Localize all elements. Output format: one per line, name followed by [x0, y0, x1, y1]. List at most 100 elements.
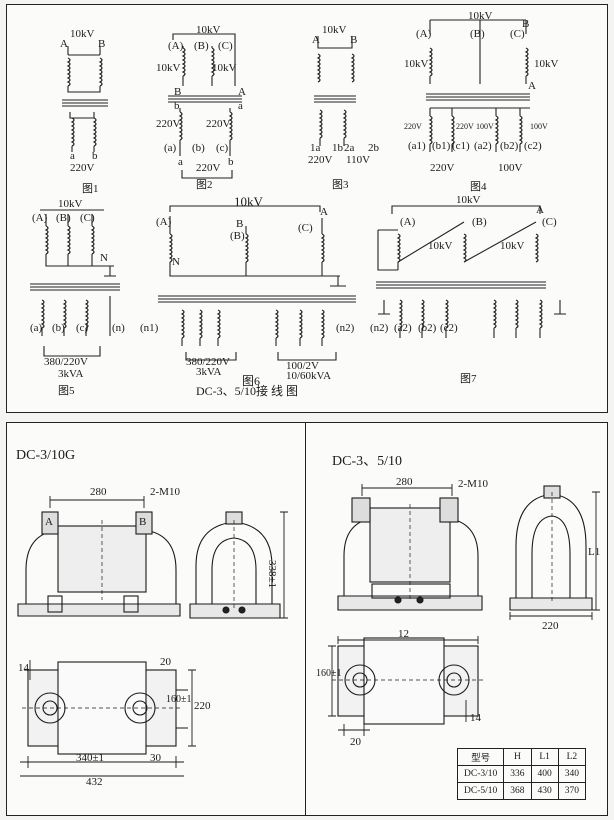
right-dim-l1: L1: [588, 546, 601, 558]
fig5-hv: 10kV: [58, 198, 83, 210]
right-dim-280: 280: [396, 476, 413, 488]
fig6-lv1: 380/220V: [186, 356, 230, 368]
fig3-label: 图3: [332, 179, 349, 191]
wiring-lines: [30, 19, 566, 361]
fig7-hv-left: 10kV: [428, 240, 453, 252]
left-terminal-a: A: [45, 516, 53, 528]
fig2-sec-c: (c): [216, 142, 229, 154]
fig5-label: 图5: [58, 385, 75, 397]
fig2-lv-b: b: [228, 156, 234, 168]
spec-cell: DC-3/10: [456, 765, 505, 783]
fig5-sec-b: (b): [52, 322, 65, 334]
fig6-A: A: [320, 206, 328, 218]
fig2-label: 图2: [196, 179, 213, 191]
fig6-n: N: [172, 256, 180, 268]
fig4-phase-c: (C): [510, 28, 525, 40]
fig4-phase-b: (B): [470, 28, 485, 40]
fig6-n2: (n2): [336, 322, 355, 334]
fig7-sec-b2: (b2): [418, 322, 437, 334]
fig1-hv: 10kV: [70, 28, 95, 40]
dc-3-10g-outline: [17, 496, 288, 777]
fig1-label: 图1: [82, 183, 99, 195]
left-dim-340: 340±1: [76, 752, 105, 764]
fig3-220v: 220V: [308, 154, 333, 166]
wiring-caption: DC-3、5/10接 线 图: [196, 384, 299, 398]
spec-table: 型号 H L1 L2 DC-3/10 336 400 340 DC-5/10 3…: [456, 748, 587, 800]
fig6-phase-b: (B): [230, 230, 245, 242]
fig6-phase-a: (A): [156, 216, 172, 228]
fig1-terminal-b: B: [98, 38, 106, 50]
left-bolt: 2-M10: [150, 486, 180, 498]
fig5-sec-a: (a): [30, 322, 43, 334]
right-bolt: 2-M10: [458, 478, 488, 490]
spec-header-model: 型号: [456, 748, 505, 766]
right-dim-14: 14: [470, 712, 481, 724]
spec-cell: 370: [557, 782, 587, 800]
fig4-phase-a: (A): [416, 28, 432, 40]
fig3-A: A: [312, 34, 320, 46]
fig5-n: N: [100, 252, 108, 264]
fig4-coil2: 220V: [456, 122, 474, 131]
fig4-sec-c1: (c1): [452, 140, 470, 152]
fig1-terminal-a: A: [60, 38, 68, 50]
fig6-n1: (n1): [140, 322, 159, 334]
fig3-2a: 2a: [344, 142, 355, 154]
fig2-lv-right: 220V: [206, 118, 231, 130]
right-model-title: DC-3、5/10: [332, 454, 402, 469]
fig2-lv-a: a: [178, 156, 183, 168]
fig7-hv: 10kV: [456, 194, 481, 206]
left-dim-14: 14: [18, 662, 29, 674]
fig7-phase-a: (A): [400, 216, 416, 228]
fig2-a: a: [238, 100, 243, 112]
fig2-B: B: [174, 86, 182, 98]
fig4-sec-a1: (a1): [408, 140, 426, 152]
dc-3-10g-drawing-panel: [6, 422, 307, 816]
fig4-B: B: [522, 18, 530, 30]
fig2-hv: 10kV: [196, 24, 221, 36]
spec-cell: DC-5/10: [456, 782, 505, 800]
fig4-hv-right: 10kV: [534, 58, 559, 70]
fig1-lv-a: a: [70, 150, 75, 162]
spec-cell: 336: [503, 765, 532, 783]
spec-header-l1: L1: [530, 748, 559, 766]
fig3-110v: 110V: [346, 154, 371, 166]
fig4-coil1: 220V: [404, 122, 422, 131]
fig2-phase-b: (B): [194, 40, 209, 52]
fig6-hv: 10kV: [234, 194, 263, 209]
fig2-sec-b: (b): [192, 142, 205, 154]
fig4-sec-b2: (b2): [500, 140, 519, 152]
spec-cell: 368: [503, 782, 532, 800]
fig2-A: A: [238, 86, 246, 98]
fig4-hv: 10kV: [468, 10, 493, 22]
fig5-phase-c: (C): [80, 212, 95, 224]
fig6-B: B: [236, 218, 244, 230]
left-dim-20: 20: [160, 656, 171, 668]
fig1-lv-b: b: [92, 150, 98, 162]
left-terminal-b: B: [139, 516, 147, 528]
fig3-1a: 1a: [310, 142, 321, 154]
fig5-sec-n: (n): [112, 322, 125, 334]
fig7-phase-c: (C): [542, 216, 557, 228]
left-dim-160: 160±1: [166, 694, 192, 705]
spec-header-h: H: [503, 748, 532, 766]
fig7-n2: (n2): [370, 322, 389, 334]
fig4-A: A: [528, 80, 536, 92]
spec-table-header: 型号 H L1 L2: [456, 748, 587, 766]
fig6-cap1: 3kVA: [196, 366, 222, 378]
fig3-1b: 1b: [332, 142, 343, 154]
fig2-phase-a: (A): [168, 40, 184, 52]
fig4-100v: 100V: [498, 162, 523, 174]
fig1-lv: 220V: [70, 162, 95, 174]
fig7-sec-a2: (a2): [394, 322, 412, 334]
fig6-cap2: 10/60kVA: [286, 370, 332, 382]
left-dim-30: 30: [150, 752, 161, 764]
left-dim-280: 280: [90, 486, 107, 498]
fig2-hv-left: 10kV: [156, 62, 181, 74]
right-dim-220: 220: [542, 620, 559, 632]
fig4-label: 图4: [470, 181, 487, 193]
left-dim-220: 220: [194, 700, 211, 712]
fig5-phase-a: (A): [32, 212, 48, 224]
right-dim-20: 20: [350, 736, 361, 748]
fig4-220v: 220V: [430, 162, 455, 174]
